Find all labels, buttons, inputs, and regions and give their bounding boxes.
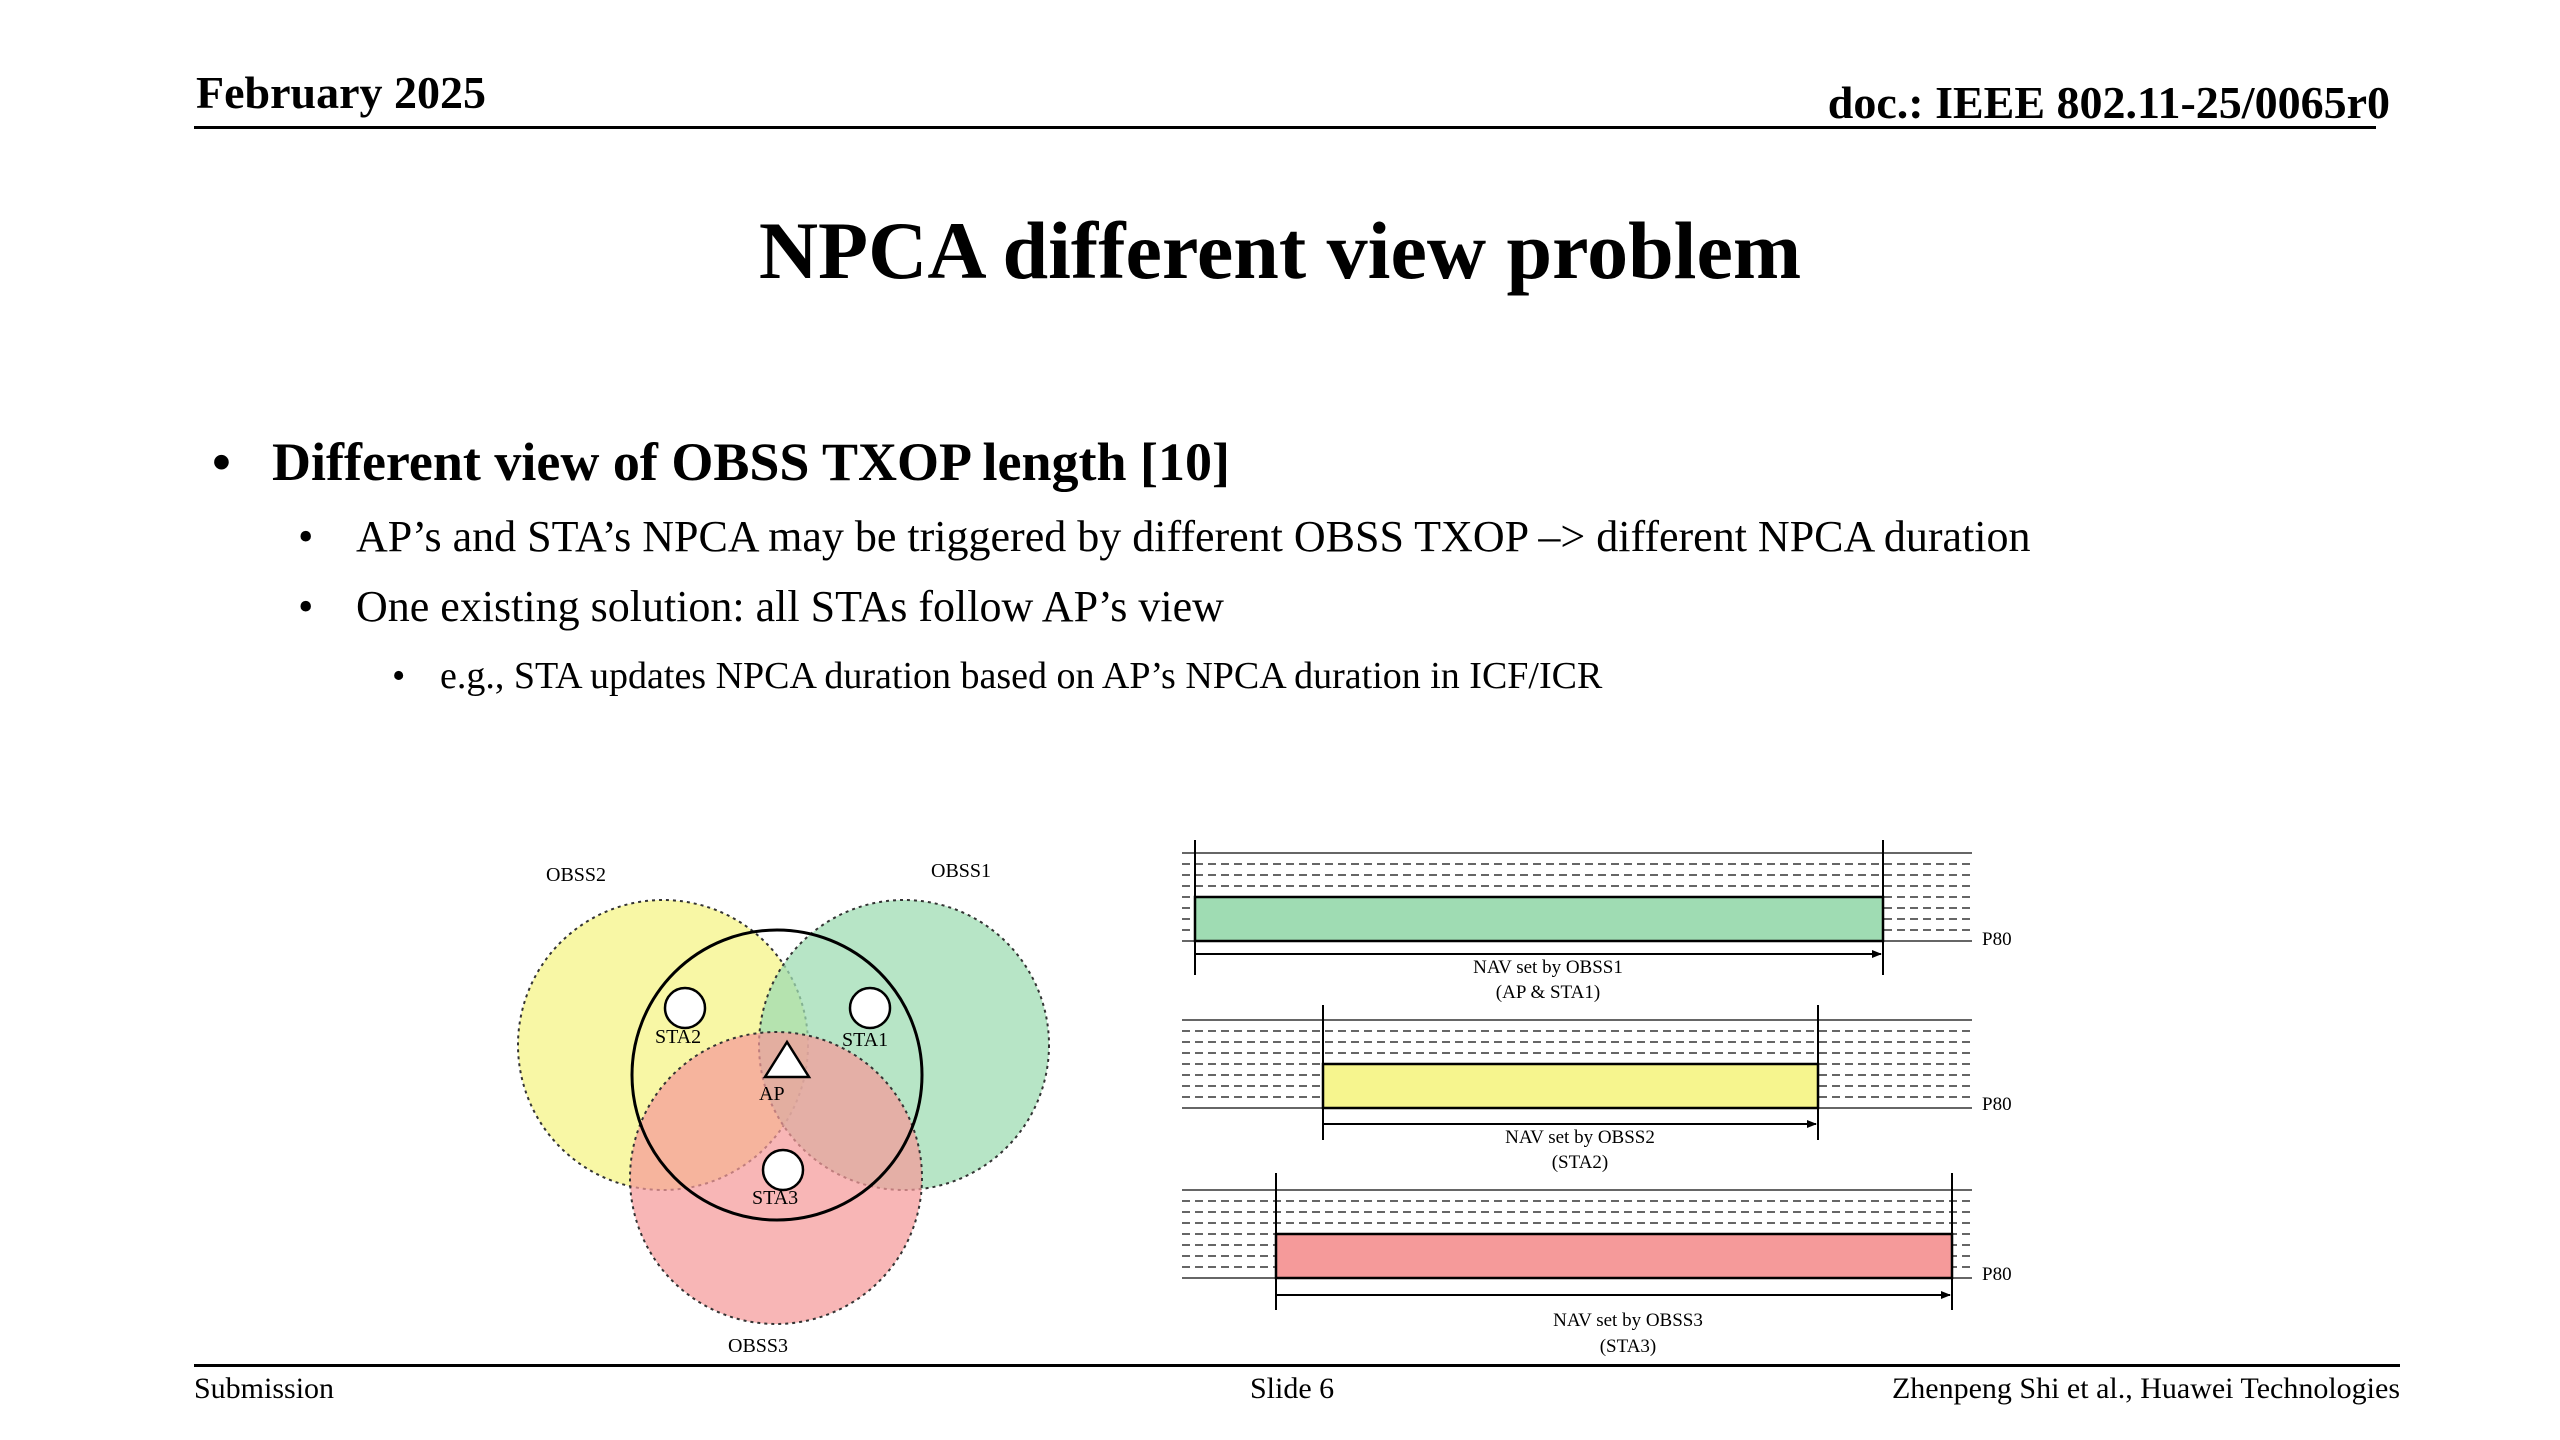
- nav-bar-obss2: [1321, 1062, 1820, 1110]
- channel-label: P80: [1982, 1094, 2012, 1115]
- sta1-label: STA1: [842, 1029, 888, 1051]
- bullet-dot: •: [298, 582, 314, 631]
- sta3-label: STA3: [752, 1187, 798, 1209]
- channel-label: P80: [1982, 929, 2012, 950]
- timeline-obss3: P80 NAV set by OBSS3 (STA3): [1182, 1173, 2012, 1357]
- bullet-level2-2: • One existing solution: all STAs follow…: [298, 582, 1224, 631]
- footer-submission: Submission: [194, 1372, 335, 1405]
- nav-caption: NAV set by OBSS3: [1553, 1310, 1703, 1331]
- bullet-dot: •: [212, 432, 231, 492]
- bullet-text: e.g., STA updates NPCA duration based on…: [440, 655, 1603, 697]
- nav-caption: NAV set by OBSS2: [1505, 1127, 1655, 1148]
- nav-bar-obss3: [1274, 1232, 1954, 1280]
- bullet-text: One existing solution: all STAs follow A…: [356, 582, 1224, 631]
- bullet-level2-1: • AP’s and STA’s NPCA may be triggered b…: [298, 512, 2031, 561]
- footer-slide-number: Slide 6: [1250, 1372, 1335, 1405]
- nav-caption-sub: (STA2): [1552, 1152, 1609, 1173]
- bullet-text: AP’s and STA’s NPCA may be triggered by …: [356, 512, 2031, 561]
- bullet-dot: •: [392, 655, 406, 697]
- slide-title: NPCA different view problem: [758, 205, 1802, 296]
- ap-node: [762, 1039, 812, 1079]
- sta3-node: [761, 1148, 805, 1192]
- obss3-label: OBSS3: [728, 1335, 788, 1357]
- obss1-label: OBSS1: [931, 860, 991, 882]
- bullet-text: Different view of OBSS TXOP length [10]: [272, 432, 1230, 492]
- channel-label: P80: [1982, 1264, 2012, 1285]
- obss2-label: OBSS2: [546, 864, 606, 886]
- nav-caption-sub: (STA3): [1600, 1336, 1657, 1357]
- nav-bar-obss1: [1193, 895, 1885, 943]
- sta1-node: [848, 986, 892, 1030]
- bullet-dot: •: [298, 512, 314, 561]
- sta2-node: [663, 986, 707, 1030]
- nav-caption: NAV set by OBSS1: [1473, 957, 1623, 978]
- sta2-label: STA2: [655, 1026, 701, 1048]
- ap-label: AP: [759, 1083, 785, 1105]
- header-date: February 2025: [196, 67, 487, 118]
- timeline-obss2: P80 NAV set by OBSS2 (STA2): [1182, 1005, 2012, 1173]
- footer-rule: [194, 1364, 2400, 1367]
- header-doc-id: doc.: IEEE 802.11-25/0065r0: [1827, 77, 2390, 128]
- bullet-level1: • Different view of OBSS TXOP length [10…: [212, 432, 1230, 492]
- bss-circle: [630, 928, 924, 1222]
- nav-caption-sub: (AP & STA1): [1496, 982, 1600, 1003]
- header-rule: [194, 126, 2376, 129]
- footer-authors: Zhenpeng Shi et al., Huawei Technologies: [1891, 1372, 2400, 1405]
- timeline-obss1: P80 NAV set by OBSS1 (AP & STA1): [1182, 840, 2012, 1003]
- venn-diagram: OBSS2 OBSS1 OBSS3 STA2 STA1 STA3 AP: [517, 860, 1050, 1357]
- bullet-level3: • e.g., STA updates NPCA duration based …: [392, 655, 1603, 697]
